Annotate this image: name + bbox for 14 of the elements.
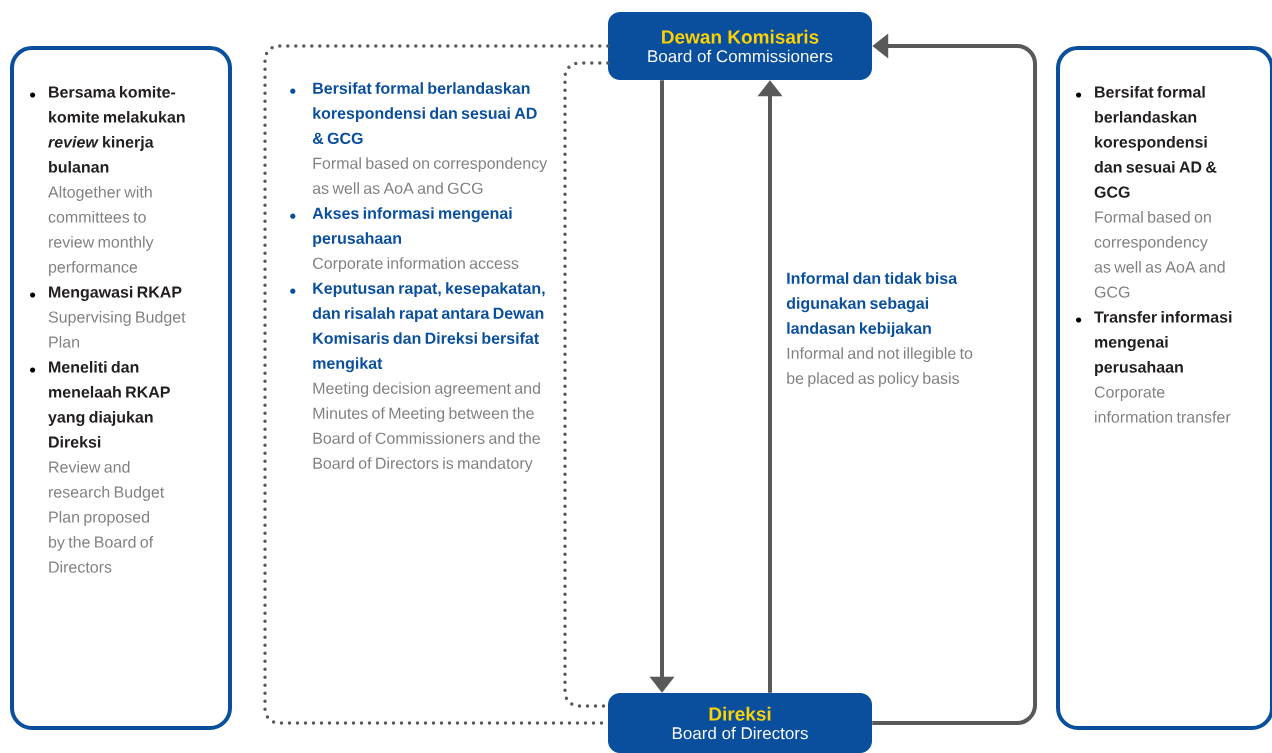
text-panel: Bersifat formal berlandaskan korespondensi dan sesuai AD & GCG Formal based on correspondency as well as AoA and GCG Transfer informasi mengenai perusahaan Corporate information transfer: [1056, 46, 1272, 730]
label: Bersifat formal berlandaskan korespondensi dan sesuai AD & GCG: [312, 82, 537, 144]
label: Meeting decision agreement and Minutes of Meeting between the Board of Commissioners and the Board of Directors is mandatory: [313, 382, 541, 473]
title-box: Dewan Komisaris Board of Commissioners: [608, 12, 872, 80]
label: Corporate information access: [313, 257, 519, 273]
text-panel: Bersama komite-komite melakukan review kinerja bulanan Altogether with committees to review monthly performance Mengawasi RKAP Supervising Budget Plan Meneliti dan menelaah RKAP yang diajukan Direksi Review and research Budget Plan proposed by the Board of Directors: [10, 46, 232, 730]
title-box: Direksi Board of Directors: [608, 693, 872, 753]
dotted-connector: [563, 61, 610, 708]
bullet-list: Bersifat formal berlandaskan korespondensi dan sesuai AD & GCG Formal based on correspondency as well as AoA and GCG Akses informasi mengenai perusahaan Corporate information access Keputusan rapat, kesepakatan, dan risalah rapat antara Dewan Komisaris dan Direksi bersifat mengikat Meeting decision agreement and Minutes of Meeting between the Board of Commissioners and the Board of Directors is mandatory: [290, 82, 548, 473]
annotation-text: Informal dan tidak bisa digunakan sebagai landasan kebijakan Informal and not illegible to be placed as policy basis: [786, 272, 973, 388]
label: Keputusan rapat, kesepakatan, dan risalah rapat antara Dewan Komisaris dan Direksi bersifat mengikat: [312, 282, 545, 373]
label: Formal based on correspondency as well as AoA and GCG: [312, 157, 548, 194]
dotted-connector: [263, 44, 610, 725]
label: Akses informasi mengenai perusahaan: [312, 207, 512, 248]
